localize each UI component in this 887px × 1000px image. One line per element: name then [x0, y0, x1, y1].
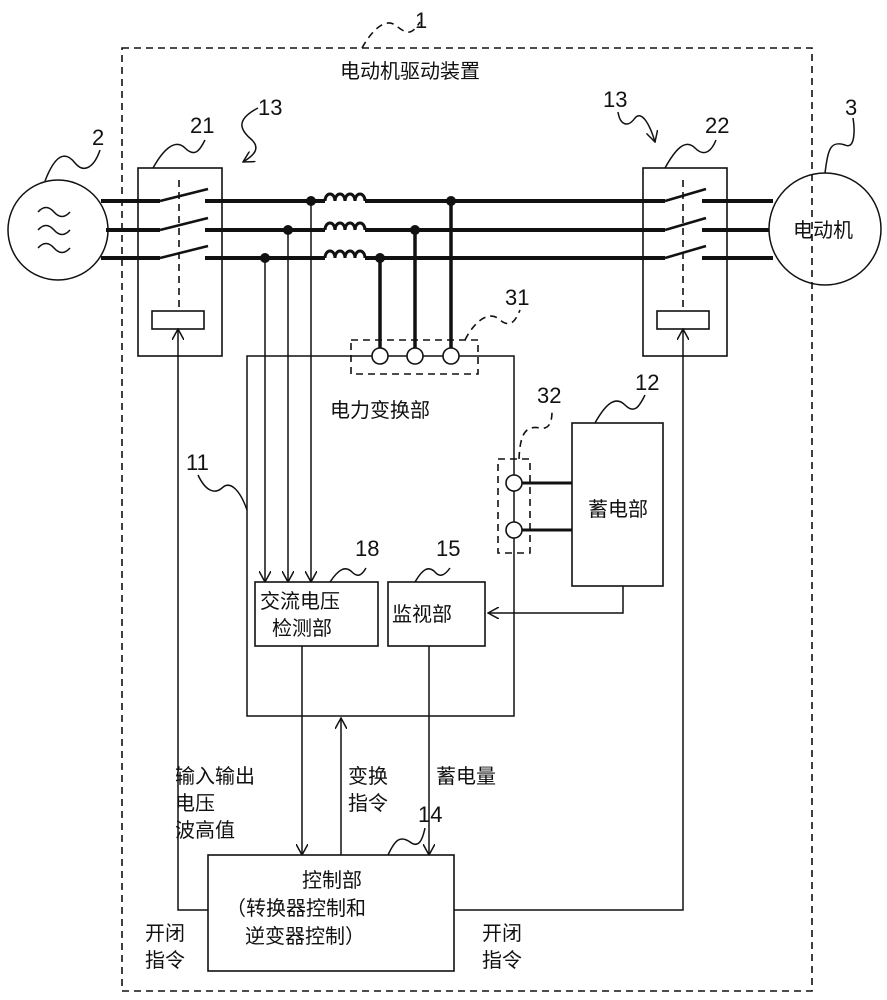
controller-unit: 控制部 （转换器控制和 逆变器控制） 14 — [208, 802, 454, 971]
ac-voltage-detector: 交流电压 检测部 18 — [255, 536, 379, 646]
sine-wave-icon — [38, 208, 70, 253]
peak-label-3: 波高值 — [175, 818, 235, 842]
peak-label-2: 电压 — [175, 791, 215, 815]
peak-label-1: 输入输出 — [175, 764, 255, 788]
motor: 电动机 3 — [769, 95, 881, 285]
svg-text:13: 13 — [258, 95, 282, 120]
ac-source: 2 — [8, 125, 108, 280]
switch-unit-21: 21 — [138, 113, 222, 356]
switch-22-ref: 22 — [705, 113, 729, 138]
motor-ref: 3 — [845, 95, 857, 120]
convert-label-2: 指令 — [348, 791, 388, 815]
converter-feed — [375, 196, 456, 348]
ac-source-ref: 2 — [92, 125, 104, 150]
switch-left-label-1: 开闭 — [145, 921, 185, 945]
device-boundary — [122, 48, 812, 991]
convert-label-1: 变换 — [348, 764, 388, 788]
ac-detector-line2: 检测部 — [272, 616, 332, 640]
ac-detector-ref: 18 — [355, 536, 379, 561]
switch-command-right-line — [454, 329, 683, 910]
power-converter-label: 电力变换部 — [330, 398, 430, 422]
monitor-unit: 监视部 15 — [388, 536, 485, 646]
power-converter-ref: 11 — [186, 450, 209, 475]
device-ref: 1 — [415, 8, 427, 33]
switch-right-label-2: 指令 — [482, 948, 522, 972]
switch-unit-22: 22 — [643, 113, 729, 356]
switch-group-ref-left: 13 — [242, 95, 283, 162]
charge-label: 蓄电量 — [436, 764, 496, 788]
switch-21-ref: 21 — [190, 113, 214, 138]
switch-group-ref-right: 13 — [603, 87, 655, 142]
inductors — [325, 194, 365, 258]
ac-terminals: 31 — [351, 285, 529, 374]
voltage-sense-taps — [260, 196, 316, 582]
storage-ref: 12 — [635, 370, 659, 395]
three-phase-bus — [101, 189, 773, 258]
dc-terminals: 32 — [498, 383, 572, 553]
motor-label: 电动机 — [793, 218, 853, 242]
device-leader — [362, 22, 420, 48]
monitor-label: 监视部 — [392, 602, 452, 626]
controller-line3: 逆变器控制） — [245, 924, 365, 948]
svg-text:13: 13 — [603, 87, 627, 112]
svg-text:31: 31 — [505, 285, 529, 310]
switch-left-label-2: 指令 — [145, 948, 185, 972]
monitor-ref: 15 — [436, 536, 460, 561]
controller-ref: 14 — [418, 802, 442, 827]
ac-detector-line1: 交流电压 — [260, 589, 340, 613]
controller-line1: 控制部 — [302, 868, 362, 892]
storage-label: 蓄电部 — [588, 497, 648, 521]
controller-line2: （转换器控制和 — [226, 896, 366, 920]
device-title: 电动机驱动装置 — [340, 59, 480, 83]
svg-text:32: 32 — [537, 383, 561, 408]
switch-right-label-1: 开闭 — [482, 921, 522, 945]
